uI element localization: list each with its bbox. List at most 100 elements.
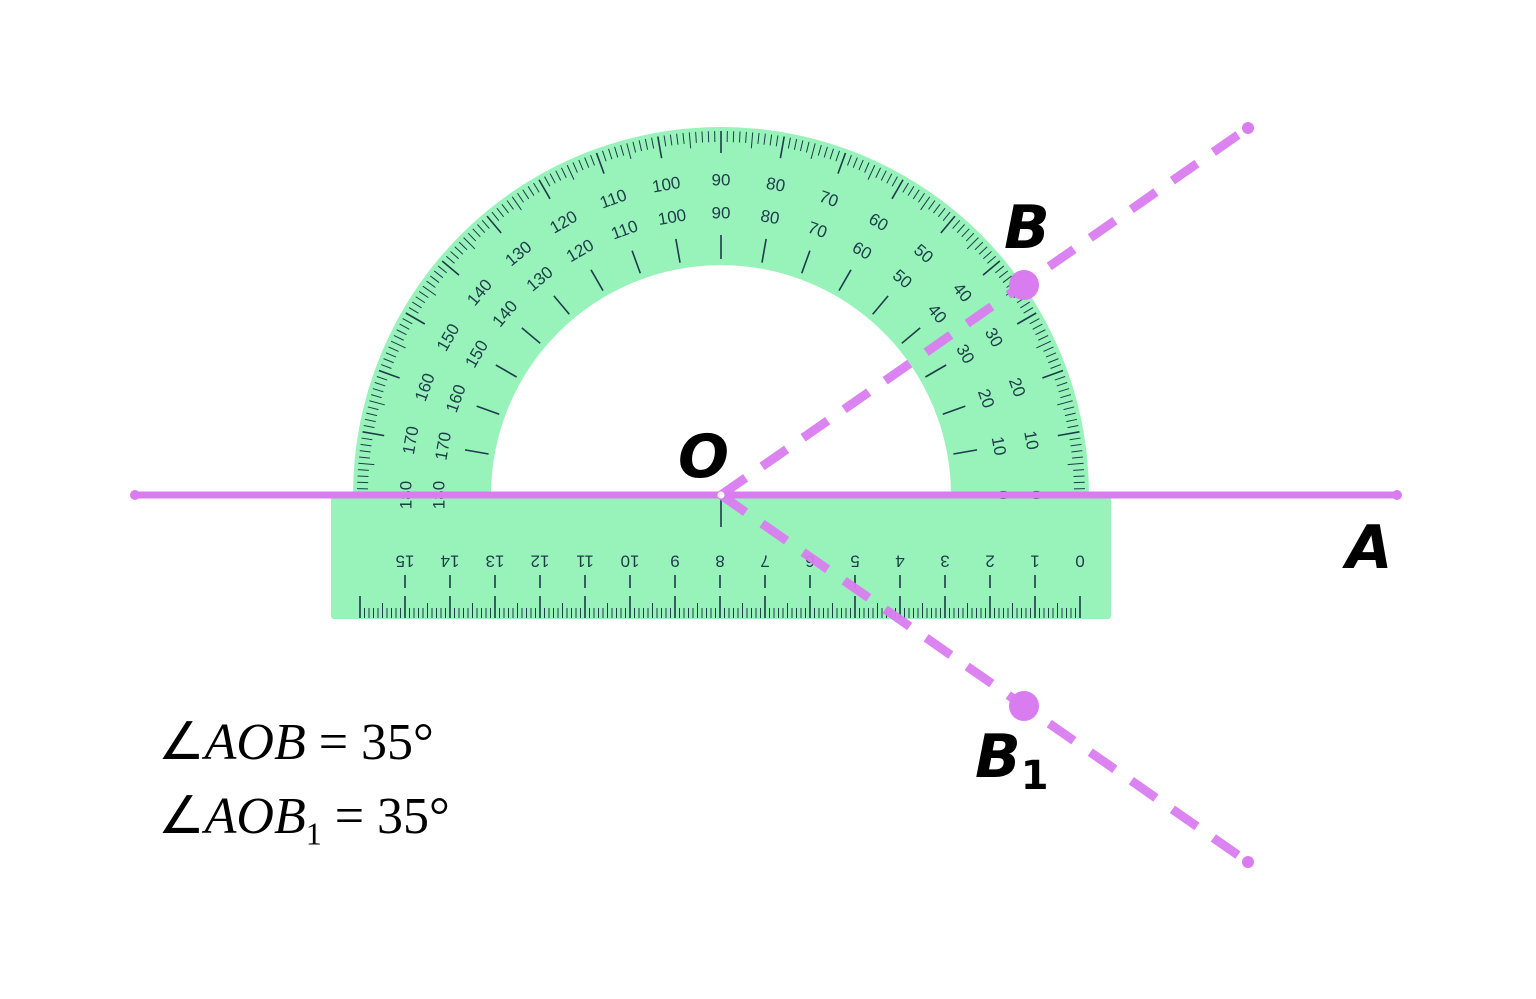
ray-a-endpoint bbox=[130, 490, 140, 500]
protractor-tick bbox=[1057, 431, 1080, 437]
protractor-tick bbox=[372, 388, 384, 393]
protractor-inner-tick bbox=[631, 250, 642, 274]
protractor-tick bbox=[907, 186, 915, 196]
point-b1 bbox=[1009, 691, 1039, 721]
protractor-tick bbox=[688, 132, 692, 149]
protractor-tick bbox=[626, 143, 632, 159]
protractor-tick bbox=[912, 189, 920, 200]
protractor-tick bbox=[527, 186, 535, 196]
protractor-tick bbox=[608, 148, 613, 160]
protractor-tick bbox=[1050, 364, 1062, 369]
protractor-inner-tick bbox=[495, 364, 518, 378]
protractor-tick bbox=[1036, 340, 1052, 349]
equation-aob1: ∠AOB1 = 35° bbox=[158, 786, 450, 852]
protractor-tick bbox=[383, 358, 394, 364]
protractor-tick bbox=[357, 469, 369, 471]
protractor-tick bbox=[418, 291, 429, 299]
protractor-tick bbox=[775, 135, 779, 147]
protractor-tick bbox=[408, 307, 419, 314]
protractor-tick bbox=[995, 265, 1005, 274]
protractor-tick bbox=[496, 207, 505, 218]
protractor-tick bbox=[1029, 318, 1040, 325]
protractor-tick bbox=[823, 146, 828, 158]
protractor-tick bbox=[590, 154, 595, 166]
protractor-tick bbox=[366, 412, 378, 417]
protractor-tick bbox=[1054, 376, 1066, 381]
protractor-tick bbox=[450, 251, 460, 260]
protractor-tick bbox=[405, 312, 426, 325]
ruler-number: 14 bbox=[441, 552, 460, 571]
protractor-tick bbox=[902, 182, 909, 193]
protractor-tick bbox=[799, 140, 804, 152]
protractor-tick bbox=[578, 159, 584, 171]
protractor-tick bbox=[701, 131, 704, 143]
protractor-tick bbox=[422, 285, 437, 296]
protractor-tick bbox=[506, 200, 514, 210]
protractor-tick bbox=[1066, 418, 1078, 423]
protractor-tick bbox=[928, 200, 936, 210]
equals-sign: = bbox=[334, 788, 365, 845]
protractor-tick bbox=[463, 237, 476, 250]
protractor-tick bbox=[429, 275, 440, 283]
protractor-inner-tick bbox=[476, 405, 500, 416]
protractor-tick bbox=[779, 136, 785, 159]
protractor-tick bbox=[358, 456, 370, 459]
protractor-inner-tick bbox=[838, 269, 852, 292]
protractor-tick bbox=[458, 241, 468, 251]
protractor-tick bbox=[378, 369, 400, 379]
protractor-tick bbox=[560, 167, 567, 178]
protractor-tick bbox=[369, 400, 385, 406]
protractor-tick bbox=[426, 280, 436, 288]
ruler-number: 11 bbox=[576, 552, 594, 571]
protractor-tick bbox=[522, 189, 530, 200]
label-b1-letter: B bbox=[975, 722, 1021, 792]
protractor-tick bbox=[367, 406, 379, 411]
protractor-tick bbox=[437, 265, 447, 274]
ruler-number: 12 bbox=[531, 552, 550, 571]
ruler-number: 13 bbox=[486, 552, 505, 571]
protractor-tick bbox=[433, 270, 444, 279]
protractor-outer-number: 10 bbox=[1020, 429, 1042, 451]
protractor-tick bbox=[376, 376, 388, 381]
protractor-arc bbox=[353, 127, 1089, 495]
protractor-tick bbox=[917, 192, 925, 203]
ruler-number: 5 bbox=[850, 552, 859, 571]
protractor-tick bbox=[1069, 437, 1081, 441]
protractor-inner-number: 80 bbox=[759, 206, 781, 228]
protractor-tick bbox=[847, 154, 852, 166]
protractor-tick bbox=[669, 134, 673, 146]
equation-aob: ∠AOB = 35° bbox=[158, 712, 434, 772]
protractor-tick bbox=[538, 179, 551, 200]
protractor-tick bbox=[1043, 346, 1054, 352]
label-o: O bbox=[678, 422, 729, 492]
protractor-inner-tick bbox=[761, 238, 767, 263]
protractor-tick bbox=[638, 140, 643, 152]
protractor-tick bbox=[937, 207, 946, 218]
ruler-body bbox=[331, 493, 1111, 619]
ruler-number: 15 bbox=[396, 552, 415, 571]
protractor-outer-number: 170 bbox=[399, 425, 423, 456]
protractor-inner-number: 100 bbox=[656, 205, 687, 229]
ray-ob-endpoint bbox=[1242, 122, 1254, 134]
protractor-tick bbox=[1070, 443, 1082, 447]
protractor-tick bbox=[738, 131, 741, 143]
protractor-tick bbox=[978, 246, 988, 255]
protractor-outer-number: 100 bbox=[651, 173, 682, 197]
protractor-tick bbox=[952, 219, 961, 229]
protractor-tick bbox=[974, 241, 984, 251]
protractor-tick bbox=[1057, 400, 1073, 406]
protractor-tick bbox=[757, 132, 760, 144]
ruler-number: 2 bbox=[985, 552, 994, 571]
protractor-tick bbox=[875, 167, 882, 178]
protractor-tick bbox=[787, 137, 791, 149]
protractor-inner-tick bbox=[553, 295, 570, 315]
protractor-tick bbox=[1042, 369, 1064, 379]
protractor-tick bbox=[837, 152, 847, 174]
protractor-tick bbox=[357, 475, 369, 478]
protractor-tick bbox=[1073, 469, 1085, 471]
angle-value: 35° bbox=[377, 788, 450, 845]
protractor-tick bbox=[441, 260, 460, 276]
protractor-tick bbox=[620, 144, 625, 156]
label-a: A bbox=[1342, 513, 1392, 583]
